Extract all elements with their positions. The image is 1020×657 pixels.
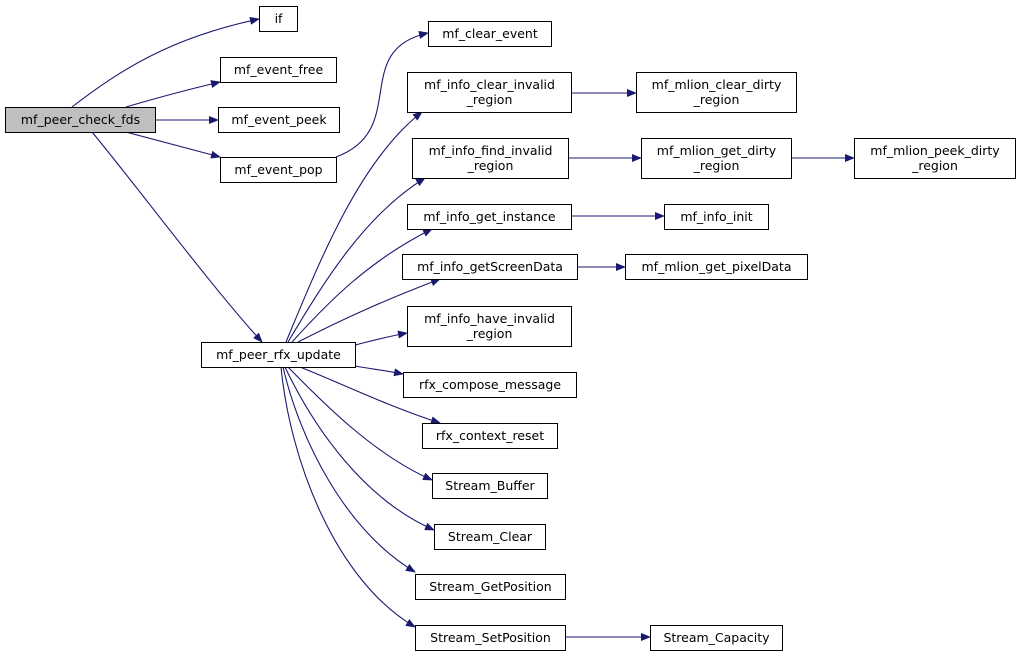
edge-mf-peer-check-fds-to-mf-peer-rfx-update: [91, 131, 263, 343]
node-label: Stream_SetPosition: [430, 630, 551, 645]
node-box: [415, 625, 566, 651]
edge-mf-peer-rfx-update-to-stream-clear: [284, 366, 435, 531]
node-label: Stream_Clear: [448, 529, 533, 544]
node-box: [412, 138, 569, 179]
node-label: mf_info_clear_invalid: [424, 77, 555, 92]
node-box: [402, 254, 578, 280]
node-label: Stream_Capacity: [663, 630, 770, 645]
node-box: [432, 473, 548, 499]
nodes-layer: mf_peer_check_fds if mf_event_free mf_event…: [5, 6, 1016, 651]
node-label: _region: [466, 92, 513, 107]
node-label: mf_info_get_instance: [423, 209, 556, 224]
node-mf-event-pop[interactable]: mf_event_pop: [220, 157, 337, 183]
node-mf-info-getscreendata[interactable]: mf_info_getScreenData: [402, 254, 578, 280]
node-box: [220, 57, 337, 83]
edge-mf-peer-check-fds-to-mf-event-pop: [125, 131, 221, 159]
node-box: [407, 306, 572, 347]
edge-mf-event-pop-to-mf-clear-event: [335, 31, 429, 158]
edge-mf-peer-rfx-update-to-mf-info-getscreendata: [297, 278, 441, 343]
node-mf-mlion-peek-dirty-region[interactable]: mf_mlion_peek_dirty_region: [854, 138, 1016, 179]
node-label: Stream_Buffer: [445, 478, 535, 493]
edge-mf-peer-check-fds-to-mf-event-free: [125, 80, 221, 108]
node-label: mf_info_init: [680, 209, 752, 224]
node-box: [625, 254, 808, 280]
node-stream-buffer[interactable]: Stream_Buffer: [432, 473, 548, 499]
node-box: [854, 138, 1016, 179]
node-label: mf_event_free: [234, 62, 324, 77]
node-box: [641, 138, 792, 179]
node-box: [201, 342, 356, 368]
node-box: [422, 423, 558, 449]
node-box: [636, 72, 797, 113]
node-label: mf_info_find_invalid: [429, 143, 553, 158]
edge-mf-peer-rfx-update-to-rfx-context-reset: [299, 366, 441, 425]
edges-layer: [71, 16, 855, 641]
node-label: mf_info_have_invalid: [424, 311, 555, 326]
node-box: [218, 107, 340, 133]
node-mf-info-init[interactable]: mf_info_init: [664, 204, 769, 230]
node-stream-capacity[interactable]: Stream_Capacity: [650, 625, 783, 651]
node-mf-event-peek[interactable]: mf_event_peek: [218, 107, 340, 133]
node-label: rfx_compose_message: [419, 377, 561, 392]
node-box: [259, 6, 298, 32]
node-label: mf_clear_event: [442, 26, 538, 41]
node-label: mf_peer_check_fds: [21, 112, 140, 127]
node-mf-event-free[interactable]: mf_event_free: [220, 57, 337, 83]
node-label: mf_peer_rfx_update: [216, 347, 341, 362]
node-mf-info-have-invalid-region[interactable]: mf_info_have_invalid_region: [407, 306, 572, 347]
node-label: _region: [693, 158, 740, 173]
node-label: _region: [911, 158, 958, 173]
edge-mf-peer-rfx-update-to-mf-info-get-instance: [291, 228, 433, 343]
edge-mf-peer-rfx-update-to-stream-buffer: [287, 366, 433, 481]
node-mf-mlion-get-pixeldata[interactable]: mf_mlion_get_pixelData: [625, 254, 808, 280]
node-label: mf_mlion_peek_dirty: [870, 143, 1000, 158]
node-mf-peer-check-fds[interactable]: mf_peer_check_fds: [5, 107, 156, 133]
node-mf-peer-rfx-update[interactable]: mf_peer_rfx_update: [201, 342, 356, 368]
edge-mf-peer-rfx-update-to-mf-info-find-invalid-region: [287, 177, 426, 343]
edge-mf-peer-rfx-update-to-mf-info-have-invalid-region: [354, 330, 408, 346]
node-label: if: [275, 11, 283, 26]
node-label: _region: [467, 158, 514, 173]
node-box: [664, 204, 769, 230]
node-mf-info-clear-invalid-region[interactable]: mf_info_clear_invalid_region: [407, 72, 572, 113]
node-label: _region: [693, 92, 740, 107]
node-box: [650, 625, 783, 651]
edge-mf-peer-rfx-update-to-rfx-compose-message: [354, 365, 404, 377]
node-label: rfx_context_reset: [436, 428, 544, 443]
node-box: [407, 204, 572, 230]
node-mf-info-get-instance[interactable]: mf_info_get_instance: [407, 204, 572, 230]
node-label: mf_mlion_get_pixelData: [642, 259, 792, 274]
node-box: [403, 372, 577, 398]
node-label: mf_mlion_clear_dirty: [652, 77, 782, 92]
node-mf-clear-event[interactable]: mf_clear_event: [428, 21, 552, 47]
node-stream-setposition[interactable]: Stream_SetPosition: [415, 625, 566, 651]
node-mf-mlion-get-dirty-region[interactable]: mf_mlion_get_dirty_region: [641, 138, 792, 179]
edge-mf-peer-rfx-update-to-stream-getposition: [282, 366, 416, 573]
node-label: _region: [466, 326, 513, 341]
node-label: mf_mlion_get_dirty: [657, 143, 777, 158]
node-box: [5, 107, 156, 133]
node-box: [434, 524, 546, 550]
node-stream-getposition[interactable]: Stream_GetPosition: [415, 574, 566, 600]
node-label: mf_event_peek: [231, 112, 327, 127]
node-box: [407, 72, 572, 113]
edge-mf-peer-check-fds-to-if: [71, 16, 260, 108]
node-mf-info-find-invalid-region[interactable]: mf_info_find_invalid_region: [412, 138, 569, 179]
edge-mf-peer-rfx-update-to-stream-setposition: [280, 366, 416, 628]
node-label: Stream_GetPosition: [429, 579, 551, 594]
node-label: mf_event_pop: [234, 162, 322, 177]
node-box: [428, 21, 552, 47]
node-label: mf_info_getScreenData: [417, 259, 563, 274]
node-rfx-context-reset[interactable]: rfx_context_reset: [422, 423, 558, 449]
node-box: [415, 574, 566, 600]
node-mf-mlion-clear-dirty-region[interactable]: mf_mlion_clear_dirty_region: [636, 72, 797, 113]
node-stream-clear[interactable]: Stream_Clear: [434, 524, 546, 550]
edge-mf-peer-rfx-update-to-mf-info-clear-invalid-region: [285, 111, 423, 343]
node-rfx-compose-message[interactable]: rfx_compose_message: [403, 372, 577, 398]
node-if[interactable]: if: [259, 6, 298, 32]
node-box: [220, 157, 337, 183]
